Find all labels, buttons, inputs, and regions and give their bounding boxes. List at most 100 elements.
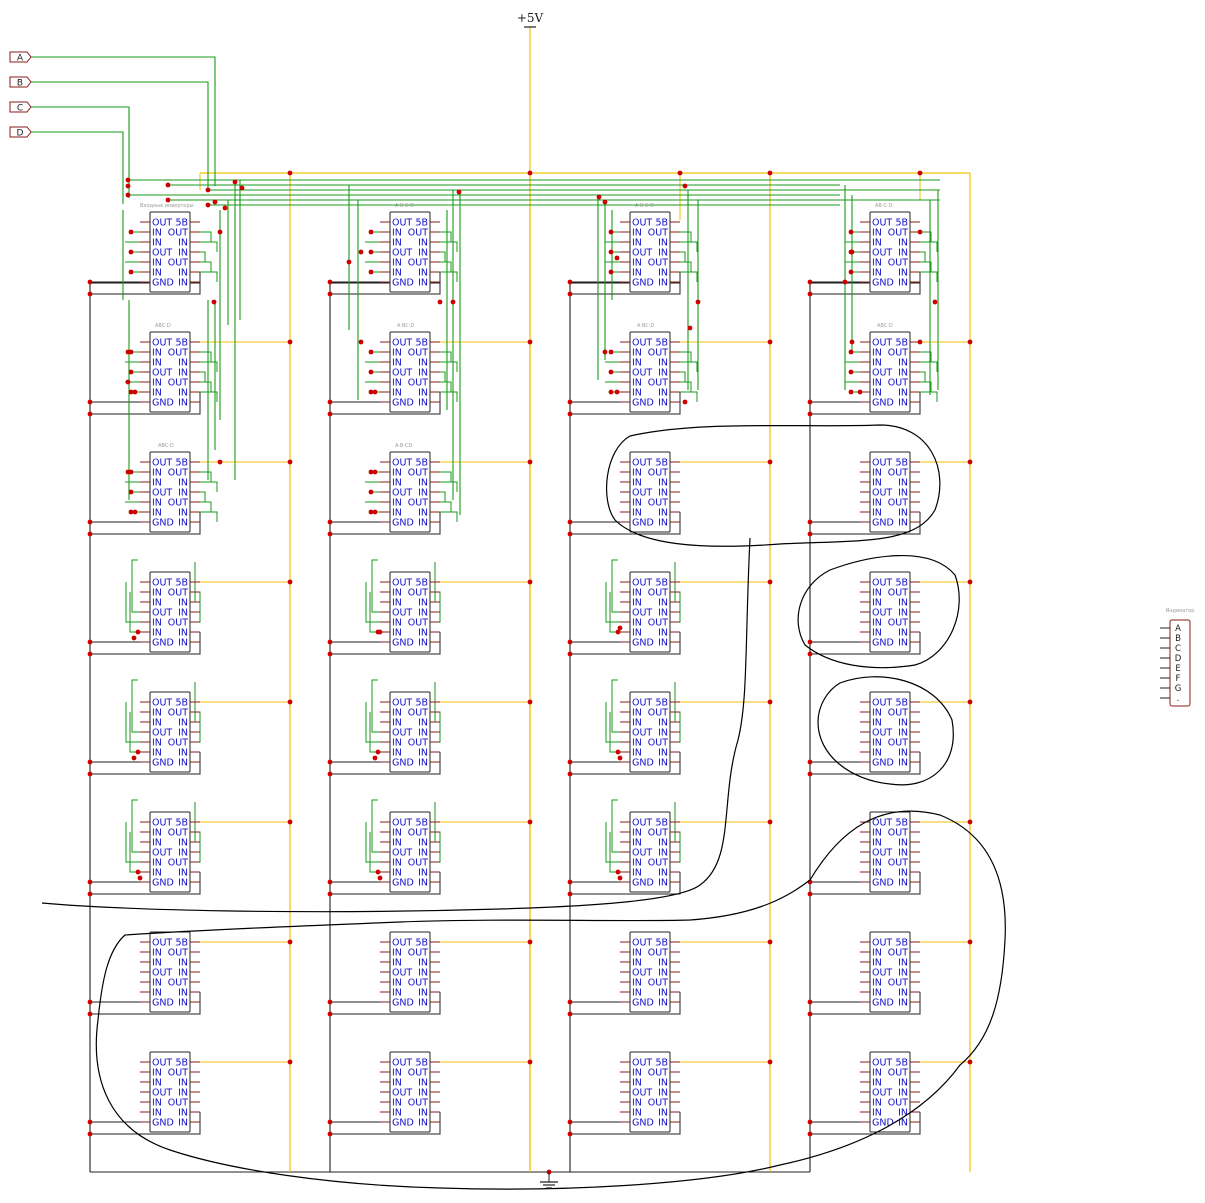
pin-label-left: IN <box>152 628 162 639</box>
loop-wire <box>371 559 390 613</box>
pin-label-left: IN <box>152 388 162 399</box>
pin-label-right: OUT <box>648 948 668 959</box>
pin-label-right: IN <box>418 398 428 409</box>
junction-dot <box>567 1131 573 1137</box>
pin-label-right: OUT <box>408 948 428 959</box>
junction-dot <box>567 879 573 885</box>
junction-dot <box>567 531 573 537</box>
pin-label-left: OUT <box>152 458 172 469</box>
pin-label-left: OUT <box>632 938 652 949</box>
junction-dot <box>327 759 333 765</box>
pin-label-right: IN <box>658 878 668 889</box>
pin-label-right: IN <box>178 388 188 399</box>
pin-label-right: OUT <box>648 378 668 389</box>
pin-label-left: IN <box>392 588 402 599</box>
pin-label-left: OUT <box>872 1088 892 1099</box>
junction-dot <box>967 459 973 465</box>
junction-dot <box>327 771 333 777</box>
pin-label-left: IN <box>632 748 642 759</box>
pin-label-right: IN <box>898 278 908 289</box>
chip-output-wire <box>190 511 218 522</box>
pin-label-right: IN <box>898 848 908 859</box>
junction-dot <box>917 229 923 235</box>
junction-dot <box>767 819 773 825</box>
junction-dot <box>807 519 813 525</box>
junction-dot <box>358 249 364 255</box>
pin-label-left: OUT <box>632 458 652 469</box>
pin-label-right: IN <box>658 838 668 849</box>
input-port: A <box>9 51 32 64</box>
junction-dot <box>527 339 533 345</box>
pin-label-left: IN <box>152 828 162 839</box>
pin-label-left: IN <box>632 948 642 959</box>
pin-label-right: 5В <box>655 578 668 589</box>
pin-label-right: IN <box>418 748 428 759</box>
junction-dot <box>567 651 573 657</box>
junction-dot <box>287 170 293 176</box>
pin-label-left: IN <box>392 978 402 989</box>
chip-output-wire <box>910 351 932 362</box>
pin-label-right: IN <box>658 958 668 969</box>
pin-label-right: IN <box>418 968 428 979</box>
pin-label-left: IN <box>392 268 402 279</box>
chip-output-wire <box>190 501 212 512</box>
chip-output-wire <box>910 391 938 402</box>
supply-label: +5V <box>517 11 544 25</box>
pin-label-right: 5В <box>895 338 908 349</box>
pin-label-left: IN <box>152 708 162 719</box>
pin-label-right: IN <box>418 848 428 859</box>
junction-dot <box>368 389 374 395</box>
junction-dot <box>608 269 614 275</box>
chip-output-wire <box>430 371 446 382</box>
junction-dot <box>87 651 93 657</box>
junction-dot <box>849 249 855 255</box>
junction-dot <box>602 349 608 355</box>
pin-label-right: IN <box>898 748 908 759</box>
junction-dot <box>615 749 621 755</box>
pin-label-left: IN <box>392 468 402 479</box>
pin-label-left: GND <box>152 278 174 289</box>
pin-label-right: IN <box>178 398 188 409</box>
pin-label-left: IN <box>632 498 642 509</box>
pin-label-left: IN <box>392 868 402 879</box>
pin-label-left: IN <box>632 1068 642 1079</box>
indicator-segment-label: . <box>1177 694 1180 704</box>
pin-label-left: OUT <box>392 698 412 709</box>
pin-label-left: IN <box>152 508 162 519</box>
pin-label-left: IN <box>152 748 162 759</box>
pin-label-right: OUT <box>408 228 428 239</box>
junction-dot <box>967 579 973 585</box>
pin-label-right: OUT <box>888 828 908 839</box>
pin-label-right: IN <box>658 478 668 489</box>
pin-label-left: IN <box>152 468 162 479</box>
annotation-stroke <box>605 424 941 547</box>
loop-wire <box>131 559 150 613</box>
pin-label-left: GND <box>152 1118 174 1129</box>
pin-label-right: IN <box>178 758 188 769</box>
junction-dot <box>375 749 381 755</box>
junction-dot <box>617 875 623 881</box>
pin-label-right: OUT <box>168 828 188 839</box>
junction-dot <box>87 771 93 777</box>
junction-dot <box>87 1011 93 1017</box>
pin-label-right: 5В <box>175 1058 188 1069</box>
power-supply-symbol: +5V <box>517 11 544 28</box>
pin-label-right: IN <box>898 368 908 379</box>
annotation-stroke <box>797 555 960 669</box>
pin-label-right: OUT <box>168 258 188 269</box>
chip-ground-loop <box>810 512 921 535</box>
junction-dot <box>767 459 773 465</box>
junction-dot <box>87 891 93 897</box>
port-label: D <box>17 129 24 139</box>
pin-label-right: IN <box>658 988 668 999</box>
junction-dot <box>567 279 573 285</box>
pin-label-right: OUT <box>888 378 908 389</box>
pin-label-left: OUT <box>632 728 652 739</box>
pin-label-right: IN <box>418 628 428 639</box>
pin-label-right: IN <box>898 608 908 619</box>
chip-ground-loop <box>570 272 681 295</box>
